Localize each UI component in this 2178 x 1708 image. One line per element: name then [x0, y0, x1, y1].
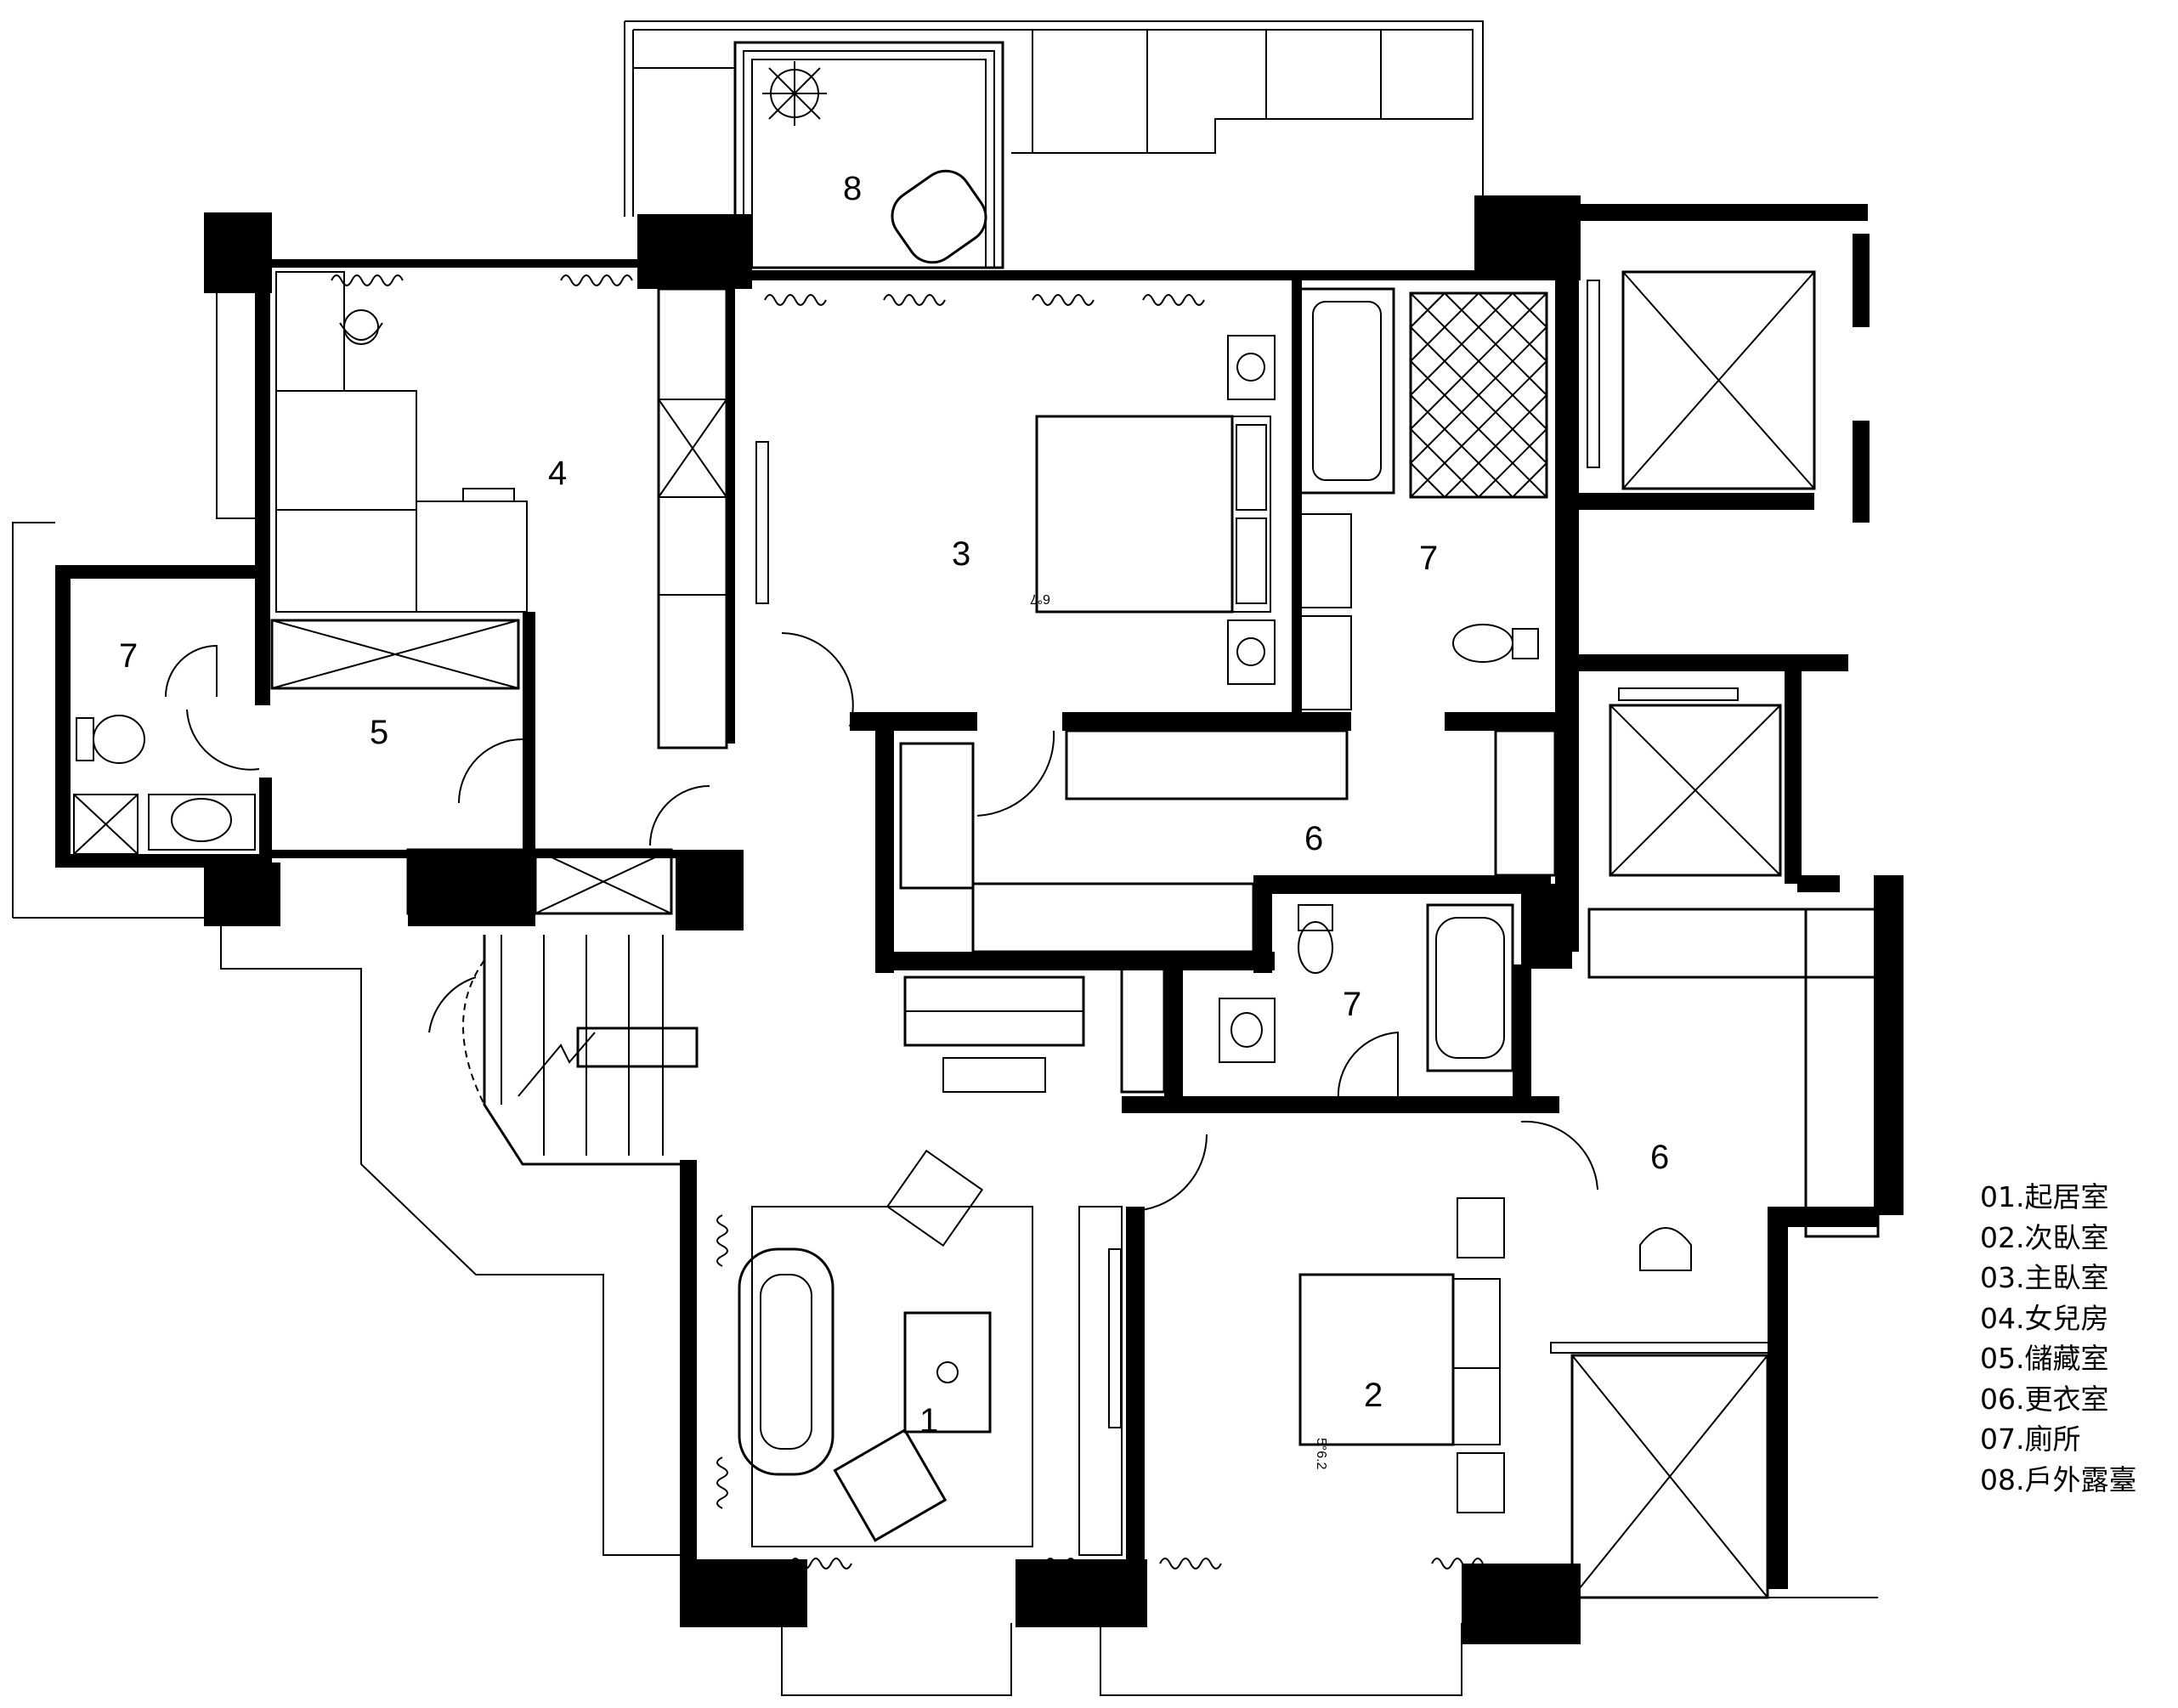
sink-icon: [1219, 998, 1276, 1063]
chair-icon: [1639, 1227, 1692, 1271]
chair-icon: [891, 169, 987, 264]
room-label: 2: [1364, 1377, 1383, 1414]
legend-item: 05.儲藏室: [1980, 1342, 2109, 1375]
bedroom4-furniture: [275, 271, 528, 613]
bed-size-label: 6°7: [1030, 591, 1050, 606]
room-label: 6: [1304, 820, 1323, 857]
room-label: 7: [1419, 540, 1438, 577]
terrace-area: [733, 41, 1004, 269]
staircase: [462, 935, 699, 1166]
plant-icon: [762, 61, 827, 126]
bathtub-icon: [1426, 903, 1514, 1072]
sink-icon: [1299, 513, 1352, 710]
chair-icon: [885, 1149, 984, 1247]
toilet-icon: [1452, 624, 1539, 663]
room-labels: 1 2 3 4 5 6 6 7 7 7 8: [119, 170, 1669, 1439]
coffee-table: [903, 1311, 992, 1434]
room-label: 1: [919, 1402, 938, 1439]
sink-icon: [148, 794, 256, 851]
door-swings: [165, 632, 1598, 1212]
tv-panel: [755, 441, 769, 604]
bed-icon: [1298, 1197, 1505, 1513]
legend-item: 02.次臥室: [1980, 1220, 2109, 1254]
wardrobes: [657, 287, 1880, 1238]
walls: [55, 195, 1904, 1644]
legend-item: 07.廁所: [1980, 1422, 2081, 1456]
legend-item: 08.戶外露臺: [1980, 1462, 2137, 1496]
bed-size-label: 5°6.2: [1314, 1438, 1328, 1470]
room-label: 6: [1650, 1139, 1669, 1176]
room-label: 7: [119, 637, 138, 675]
bed-icon: [1035, 335, 1276, 685]
legend-item: 01.起居室: [1980, 1180, 2109, 1213]
room-label: 3: [952, 535, 970, 573]
chair-icon: [339, 309, 383, 345]
room-legend: 01.起居室 02.次臥室 03.主臥室 04.女兒房 05.儲藏室 06.更衣…: [1980, 1177, 2175, 1500]
area-rug: [751, 1206, 1033, 1547]
elevator-shafts: [1550, 270, 1816, 1599]
piano-icon: [903, 976, 1085, 1093]
exterior-outlines: [12, 20, 1878, 1696]
room-label: 7: [1343, 986, 1361, 1023]
radiator-icon: [331, 274, 1484, 1569]
sofa-icon: [738, 1247, 834, 1476]
room-label: 4: [548, 455, 567, 492]
shower-area: [1409, 291, 1548, 499]
tv-cabinet: [1078, 1206, 1123, 1556]
room-label: 5: [370, 714, 388, 751]
legend-item: 03.主臥室: [1980, 1261, 2109, 1294]
bathtub-icon: [1298, 287, 1395, 495]
storage-cabinets: [73, 619, 673, 915]
room-label: 8: [843, 170, 862, 207]
legend-item: 06.更衣室: [1980, 1382, 2109, 1416]
toilet-icon: [76, 715, 145, 764]
chair-icon: [833, 1428, 948, 1542]
toilet-icon: [1298, 904, 1333, 974]
legend-item: 04.女兒房: [1980, 1301, 2109, 1335]
